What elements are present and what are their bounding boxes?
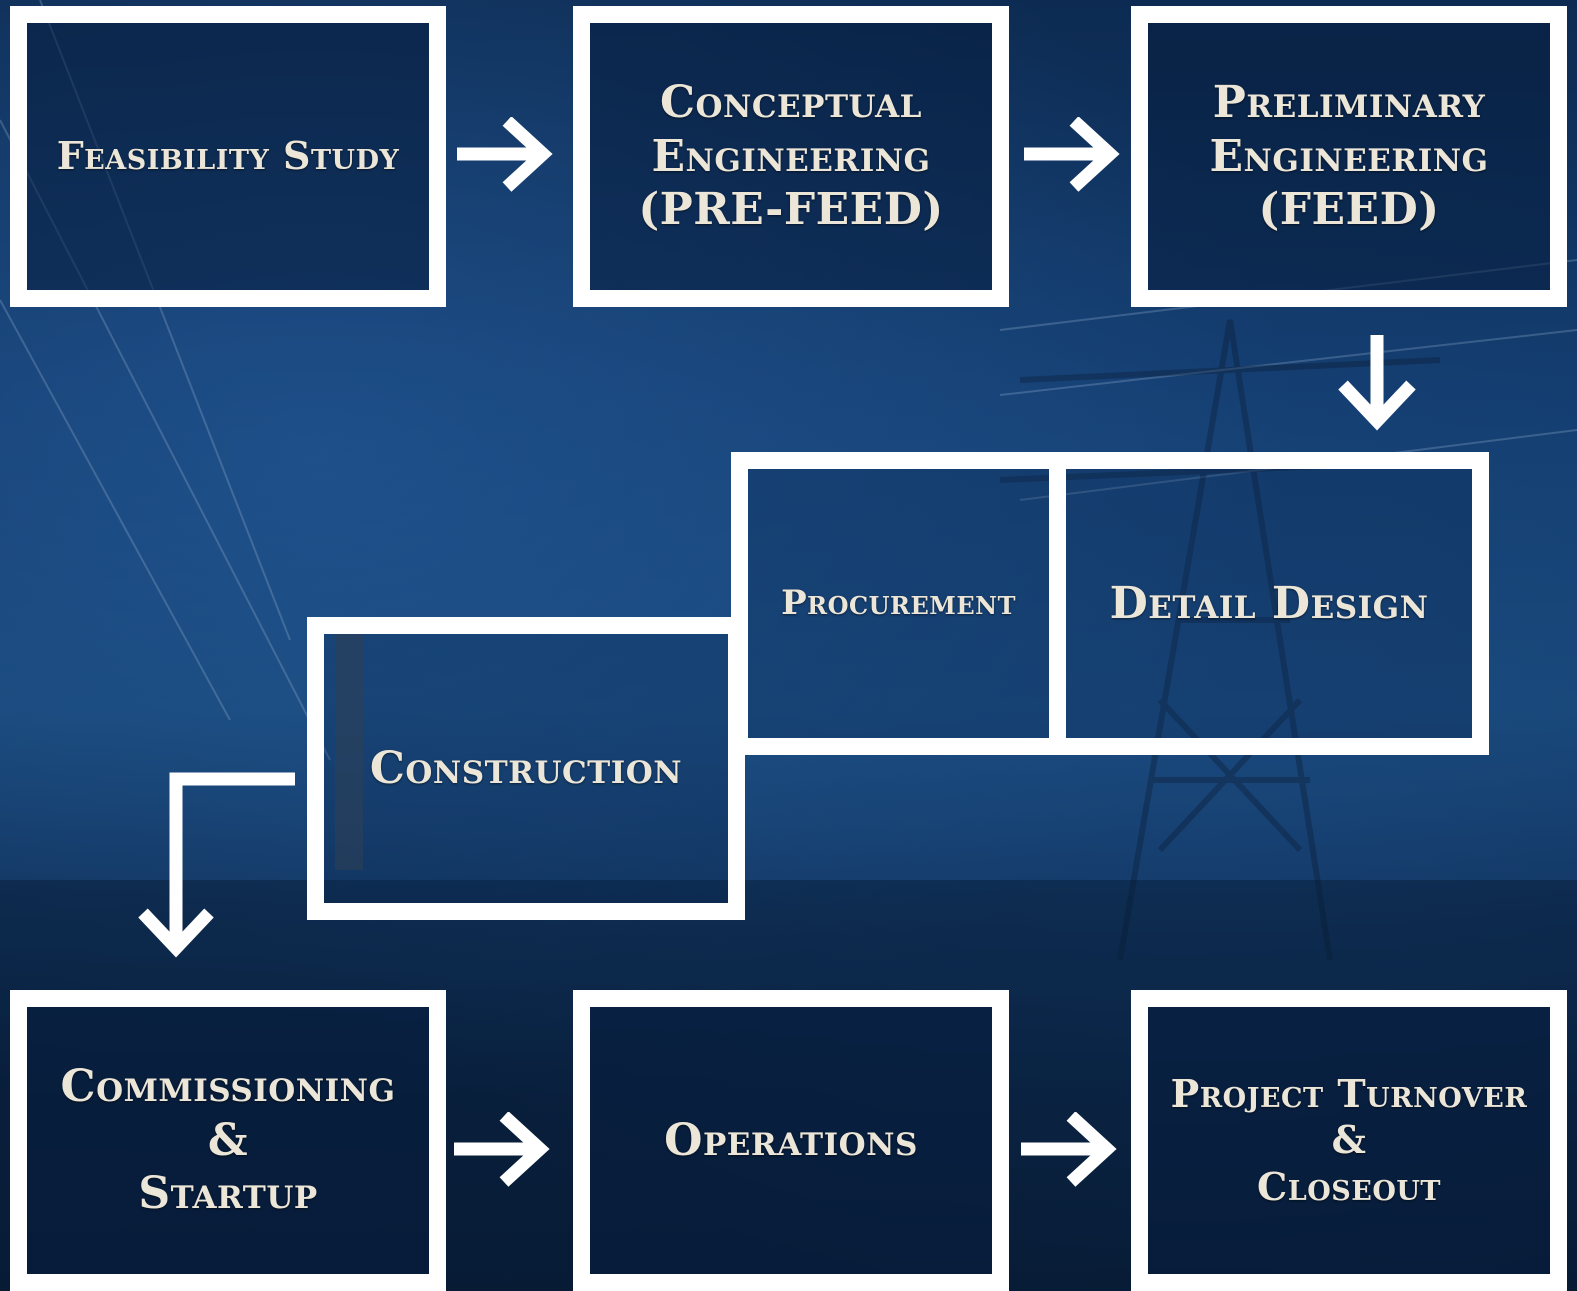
step-project-turnover: Project Turnover & Closeout [1131, 990, 1567, 1291]
step-label: Operations [664, 1114, 918, 1166]
step-detail-design: Detail Design [1049, 452, 1489, 755]
step-label: Conceptual Engineering (PRE-FEED) [638, 76, 944, 236]
elbow-down-arrow-icon [138, 772, 295, 958]
step-label: Project Turnover & Closeout [1170, 1070, 1528, 1209]
step-construction: Construction [307, 617, 745, 920]
step-conceptual-engineering: Conceptual Engineering (PRE-FEED) [573, 6, 1009, 307]
right-arrow-icon [1021, 1112, 1117, 1187]
step-commissioning-startup: Commissioning & Startup [10, 990, 446, 1291]
step-procurement: Procurement [731, 452, 1066, 755]
down-arrow-icon [1338, 335, 1416, 431]
right-arrow-icon [1024, 117, 1120, 192]
step-label: Construction [369, 742, 683, 794]
step-operations: Operations [573, 990, 1009, 1291]
step-feasibility-study: Feasibility Study [10, 6, 446, 307]
step-label: Detail Design [1109, 577, 1429, 629]
step-label: Preliminary Engineering (FEED) [1209, 76, 1489, 236]
right-arrow-icon [454, 1112, 550, 1187]
step-label: Procurement [781, 582, 1016, 623]
step-label: Feasibility Study [56, 133, 400, 179]
right-arrow-icon [457, 117, 553, 192]
step-preliminary-engineering: Preliminary Engineering (FEED) [1131, 6, 1567, 307]
step-label: Commissioning & Startup [60, 1060, 396, 1220]
